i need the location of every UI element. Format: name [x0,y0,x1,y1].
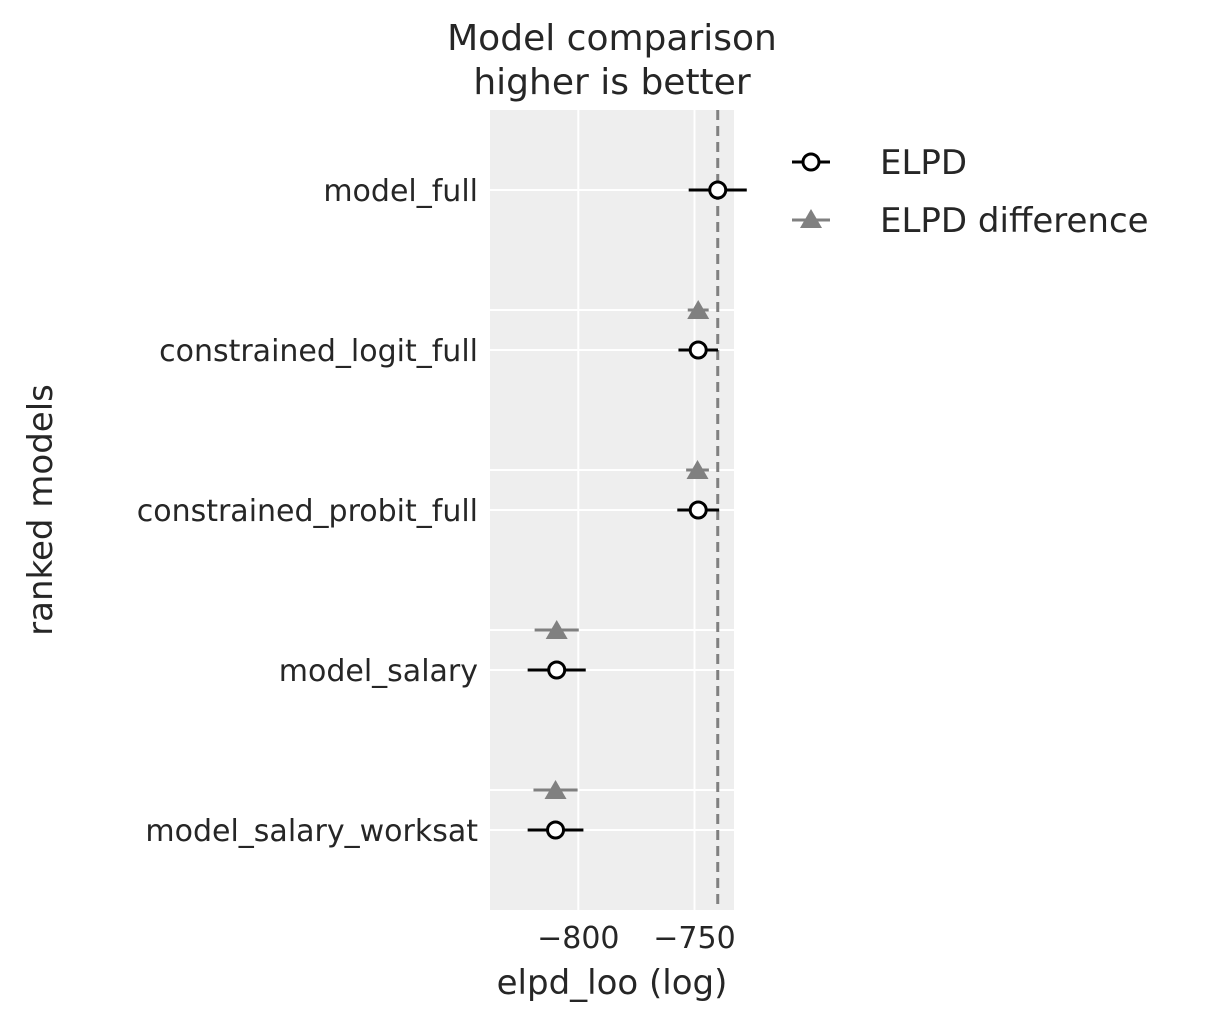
elpd-marker [708,180,728,200]
legend-diff-marker [800,209,822,228]
elpd-difference-marker [686,460,709,479]
legend-elpd-marker [801,152,821,172]
x-axis-label: elpd_loo (log) [497,963,728,1003]
y-tick-label: constrained_logit_full [159,334,478,369]
legend: ELPD ELPD difference [792,143,1149,241]
y-tick-label: model_salary [279,654,478,689]
chart-title-line-2: higher is better [473,62,750,103]
elpd-marker [546,820,566,840]
elpd-marker [688,340,708,360]
chart-title: Model comparison higher is better [447,18,777,103]
elpd-marker [688,500,708,520]
elpd-marker [547,660,567,680]
y-tick-label: model_full [323,174,478,209]
legend-diff-label: ELPD difference [880,201,1149,241]
elpd-difference-marker [544,780,567,799]
y-tick-labels: model_full constrained_logit_full constrai… [137,174,479,849]
legend-elpd-label: ELPD [880,143,967,183]
y-axis-label: ranked models [21,384,61,636]
chart-title-line-1: Model comparison [447,18,777,59]
x-tick-labels: −800 −750 [537,921,736,956]
y-tick-label: constrained_probit_full [137,494,478,529]
x-tick-label: −750 [653,921,735,956]
data-marks [527,180,747,840]
x-tick-label: −800 [537,921,619,956]
y-tick-label: model_salary_worksat [145,814,478,849]
elpd-difference-marker [545,620,568,639]
elpd-difference-marker [687,300,710,319]
